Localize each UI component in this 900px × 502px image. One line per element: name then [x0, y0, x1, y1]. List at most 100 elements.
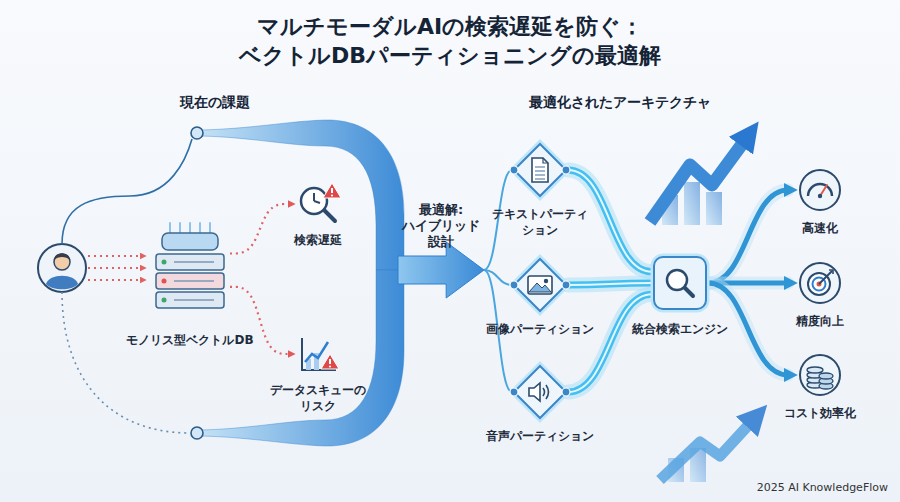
icon-part [162, 260, 167, 265]
node-label: 精度向上 [770, 313, 870, 329]
icon-part [323, 209, 335, 221]
request-line [88, 267, 146, 269]
monolith-db: モノリス型ベクトルDB [150, 222, 230, 312]
icon-part [510, 281, 518, 289]
user-circle [38, 244, 86, 292]
icon-part [562, 281, 570, 289]
node-label: 検索遅延 [273, 232, 363, 248]
icon-part [162, 233, 218, 250]
user-head [54, 254, 70, 270]
icon-part [535, 166, 545, 167]
node-shape [798, 261, 842, 305]
request-line [88, 255, 146, 257]
benefit-circle: 精度向上 [798, 261, 842, 305]
skew-risk-icon: データスキューの リスク [296, 332, 340, 376]
connector [568, 283, 652, 285]
section-heading: 現在の課題 [150, 94, 280, 112]
connector-glow [568, 294, 652, 392]
icon-part [174, 280, 214, 282]
icon-part [535, 174, 545, 175]
icon-part [543, 388, 545, 396]
node-label: モノリス型ベクトルDB [105, 332, 275, 348]
growth-arrow [650, 136, 748, 222]
node-label: 高速化 [770, 220, 870, 236]
node-label-group: 検索遅延 [273, 232, 363, 248]
node-shape [296, 182, 340, 226]
engine-glow [654, 257, 706, 309]
connector [568, 294, 652, 392]
node-shape [798, 168, 842, 212]
icon-part [329, 359, 331, 364]
icon-part [543, 158, 548, 163]
node-label: 最適解: ハイブリッド 設計 [395, 202, 487, 250]
node-label-group: 最適解: ハイブリッド 設計 [395, 202, 487, 250]
connector-core [568, 294, 652, 392]
connector [484, 270, 512, 285]
node-label-group: 高速化 [770, 220, 870, 236]
connector-group [568, 294, 652, 392]
icon-part [174, 261, 214, 263]
node-label-group: コスト効率化 [770, 405, 870, 421]
node-label: 音声パーティション [470, 428, 610, 444]
node-label-group: 統合検索エンジン [615, 321, 745, 337]
node-shape [798, 353, 842, 397]
icon-part [829, 270, 833, 274]
node-label: コスト効率化 [770, 405, 870, 421]
diamond-shape [514, 259, 566, 311]
node-shape [512, 257, 568, 313]
connector-group [484, 270, 512, 285]
icon-part [667, 270, 687, 290]
user-hair [54, 253, 70, 260]
engine-shape [654, 257, 706, 309]
circle-shape [800, 263, 840, 303]
icon-part [321, 354, 339, 369]
connector-glow [708, 190, 788, 283]
connector-core [568, 283, 652, 285]
flow-dot [191, 427, 203, 439]
connector-group [568, 283, 652, 285]
icon-part [818, 194, 822, 198]
node-label: データスキューの リスク [263, 382, 373, 414]
node-label-group: テキストパーティ ション [485, 206, 595, 238]
growth-arrow [660, 418, 755, 480]
title: マルチモーダルAIの検索遅延を防ぐ： ベクトルDBパーティショニングの最適解 [200, 12, 700, 70]
diamond-shape [514, 144, 566, 196]
icon-part [819, 271, 832, 284]
node-label-group: データスキューの リスク [263, 382, 373, 414]
node-label-group: 音声パーティション [470, 428, 610, 444]
funnel-band [200, 270, 404, 446]
connector-glow [568, 283, 652, 285]
icon-part [156, 273, 224, 289]
diamond-glow [514, 259, 566, 311]
node-shape [512, 364, 568, 420]
node-shape [512, 142, 568, 198]
icon-part [301, 188, 327, 214]
icon-part [331, 194, 333, 196]
node-label-group: モノリス型ベクトルDB [105, 332, 275, 348]
connector [708, 190, 788, 283]
node-shape [296, 332, 340, 376]
node-label-group: 画像パーティション [470, 321, 610, 337]
growth-bar [684, 182, 700, 225]
icon-part [305, 342, 328, 362]
diamond-glow [514, 144, 566, 196]
icon-part [156, 254, 224, 270]
funnel-band [200, 120, 404, 270]
node-label-group: 精度向上 [770, 313, 870, 329]
icon-part [162, 279, 167, 284]
diamond-shape [514, 366, 566, 418]
section-heading: 最適化されたアーキテクチャ [505, 94, 735, 112]
user-body [46, 276, 78, 290]
icon-part [331, 188, 333, 193]
node-label: 統合検索エンジン [615, 321, 745, 337]
node-label: 画像パーティション [470, 321, 610, 337]
credit-note: 2025 AI KnowledgeFlow [738, 481, 888, 494]
icon-part [546, 385, 549, 399]
icon-part [162, 298, 167, 303]
connector [230, 204, 290, 254]
icon-part [323, 183, 341, 198]
icon-part [819, 373, 833, 379]
icon-part [510, 166, 518, 174]
partition-diamond: 画像パーティション [512, 257, 568, 313]
